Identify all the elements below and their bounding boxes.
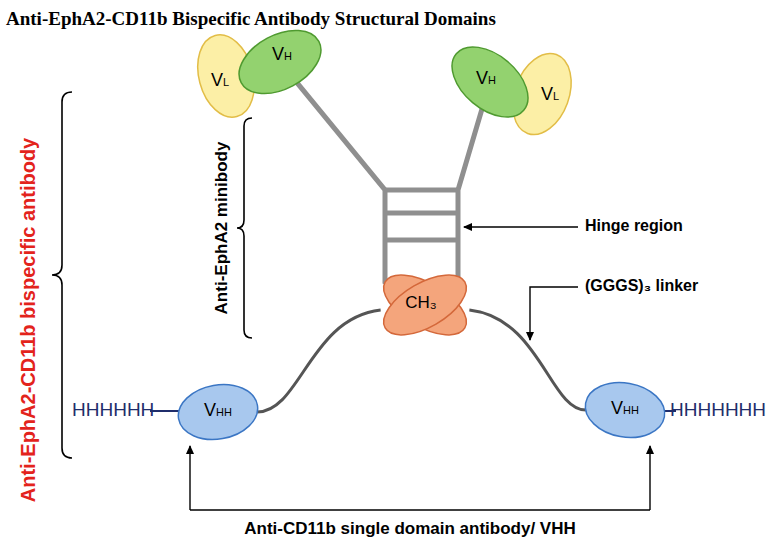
hinge-bar (385, 211, 458, 216)
domain-label: VHH (611, 398, 639, 419)
part-label: Hinge region (585, 217, 683, 235)
domain-ellipse (502, 45, 581, 142)
domain-ellipse (174, 378, 262, 445)
vhh-domain: VHH (577, 377, 673, 443)
side-title: Anti-EphA2-CD11b bispecific antibody (17, 138, 40, 502)
leader-arrow (649, 446, 650, 510)
heavy-chain-domain: VH (440, 42, 540, 122)
his-tag: HHHHHHH (670, 399, 766, 421)
domain-label: CH₃ (405, 293, 436, 313)
leader-arrow (464, 226, 578, 227)
heavy-chain-domain: VH (230, 22, 330, 102)
domain-ellipse (374, 263, 476, 347)
group-label: Anti-EphA2 minibody (212, 142, 232, 315)
figure-title: Anti-EphA2-CD11b Bispecific Antibody Str… (6, 8, 496, 30)
hinge-chain (297, 83, 391, 285)
linker-line (469, 310, 585, 410)
linker-line (257, 310, 380, 412)
domain-label: VL (211, 70, 229, 91)
domain-label: VL (541, 84, 559, 105)
his-tag: HHHHHH (72, 399, 154, 421)
outer-brace (52, 92, 72, 458)
domain-ellipse (581, 376, 669, 443)
hinge-bar (385, 188, 458, 193)
part-label: (GGGS)₃ linker (585, 277, 698, 295)
hinge-bar (385, 238, 458, 243)
part-label: Anti-CD11b single domain antibody/ VHH (244, 519, 576, 539)
domain-ellipse (374, 263, 476, 347)
domain-label: VHH (204, 400, 232, 421)
ch3-domain: CH₃ (370, 265, 480, 345)
hinge-chain (456, 109, 482, 283)
domain-label: VH (272, 44, 292, 65)
domain-label: VH (476, 68, 496, 89)
domain-ellipse (228, 18, 331, 107)
his-tag-line (150, 410, 180, 412)
leader-arrow (530, 287, 578, 340)
vhh-domain: VHH (170, 379, 266, 445)
bottom-bracket (190, 509, 650, 510)
leader-arrow (189, 446, 190, 510)
minibody-brace (237, 118, 252, 338)
